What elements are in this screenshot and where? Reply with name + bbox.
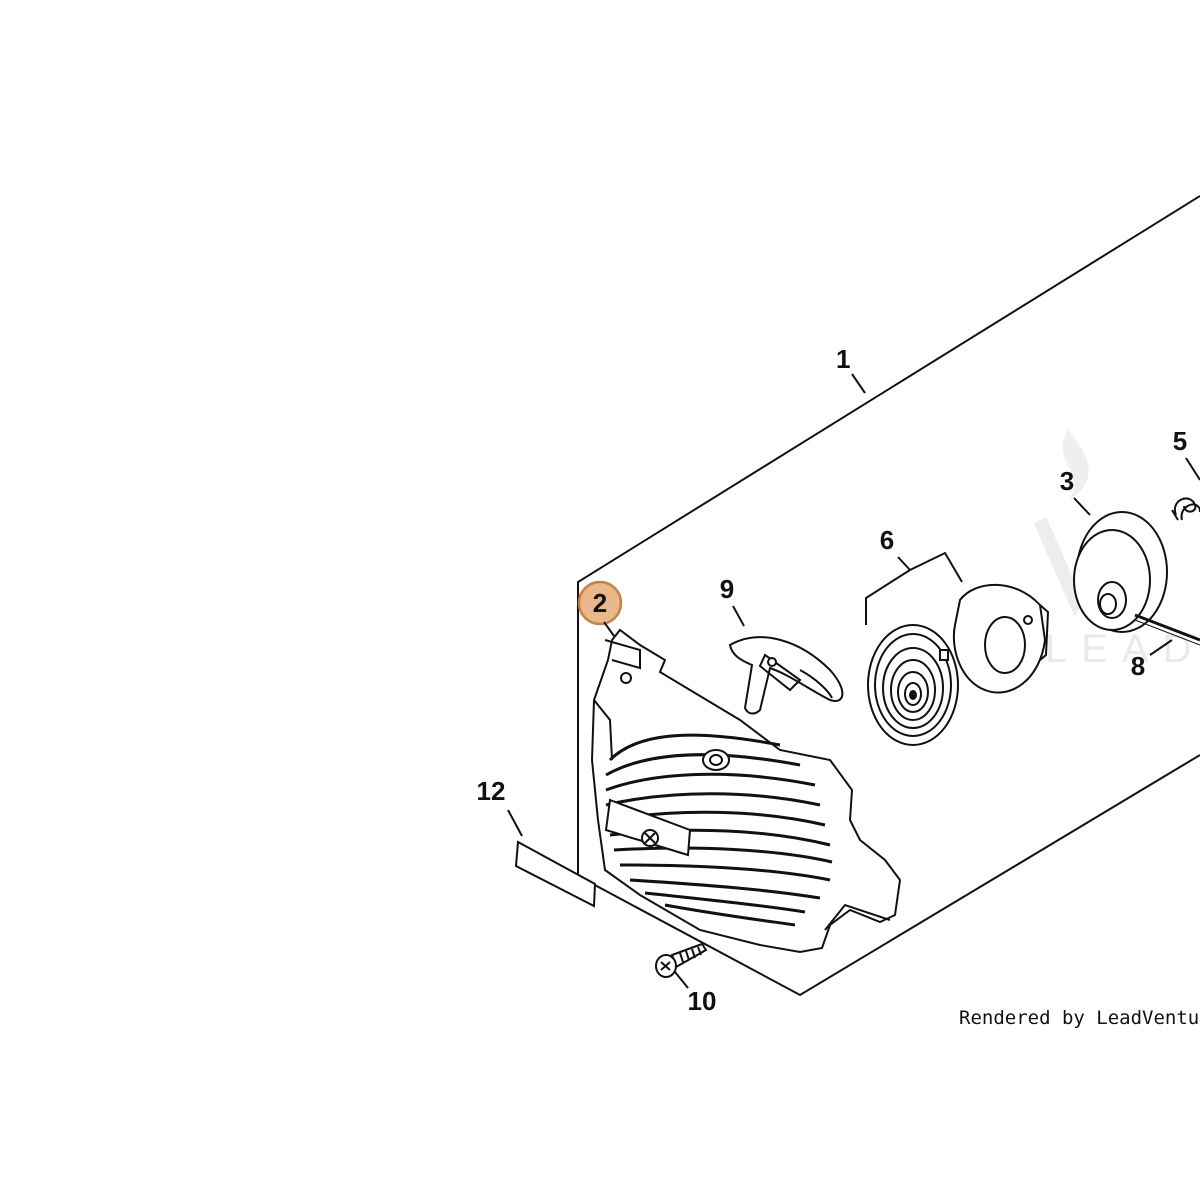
- svg-text:3: 3: [1060, 466, 1074, 496]
- starter-handle-part[interactable]: [728, 636, 844, 715]
- rope-rotor-part[interactable]: [1073, 511, 1168, 633]
- watermark-text: LEADVENTURE: [1045, 627, 1200, 671]
- screw-part[interactable]: [655, 942, 708, 978]
- callout-3[interactable]: 3: [1060, 466, 1091, 516]
- callout-10[interactable]: 10: [674, 971, 717, 1016]
- starter-rope-part[interactable]: [1134, 613, 1200, 646]
- svg-text:6: 6: [880, 525, 894, 555]
- callout-9[interactable]: 9: [720, 574, 745, 627]
- callout-8[interactable]: 8: [1131, 639, 1173, 681]
- svg-text:9: 9: [720, 574, 734, 604]
- cover-fins: [605, 733, 833, 927]
- svg-text:12: 12: [477, 776, 506, 806]
- callout-5[interactable]: 5: [1173, 426, 1200, 481]
- starter-cover-part[interactable]: [590, 628, 902, 954]
- rewind-spring-part[interactable]: [867, 624, 959, 746]
- svg-text:10: 10: [688, 986, 717, 1016]
- warning-label-part[interactable]: [514, 840, 597, 908]
- render-credit: Rendered by LeadVenture, Inc: [959, 1007, 1200, 1029]
- callout-2-badge: [577, 580, 623, 626]
- svg-text:5: 5: [1173, 426, 1187, 456]
- svg-text:8: 8: [1131, 651, 1145, 681]
- svg-text:2: 2: [593, 588, 607, 618]
- callout-12[interactable]: 12: [477, 776, 523, 837]
- pawl-spring-part[interactable]: [1171, 497, 1200, 521]
- callout-1[interactable]: 1: [836, 344, 866, 394]
- callout-6[interactable]: 6: [865, 525, 963, 625]
- spring-housing-part[interactable]: [952, 583, 1050, 694]
- svg-text:1: 1: [836, 344, 850, 374]
- callout-2-highlighted[interactable]: 2: [577, 580, 623, 637]
